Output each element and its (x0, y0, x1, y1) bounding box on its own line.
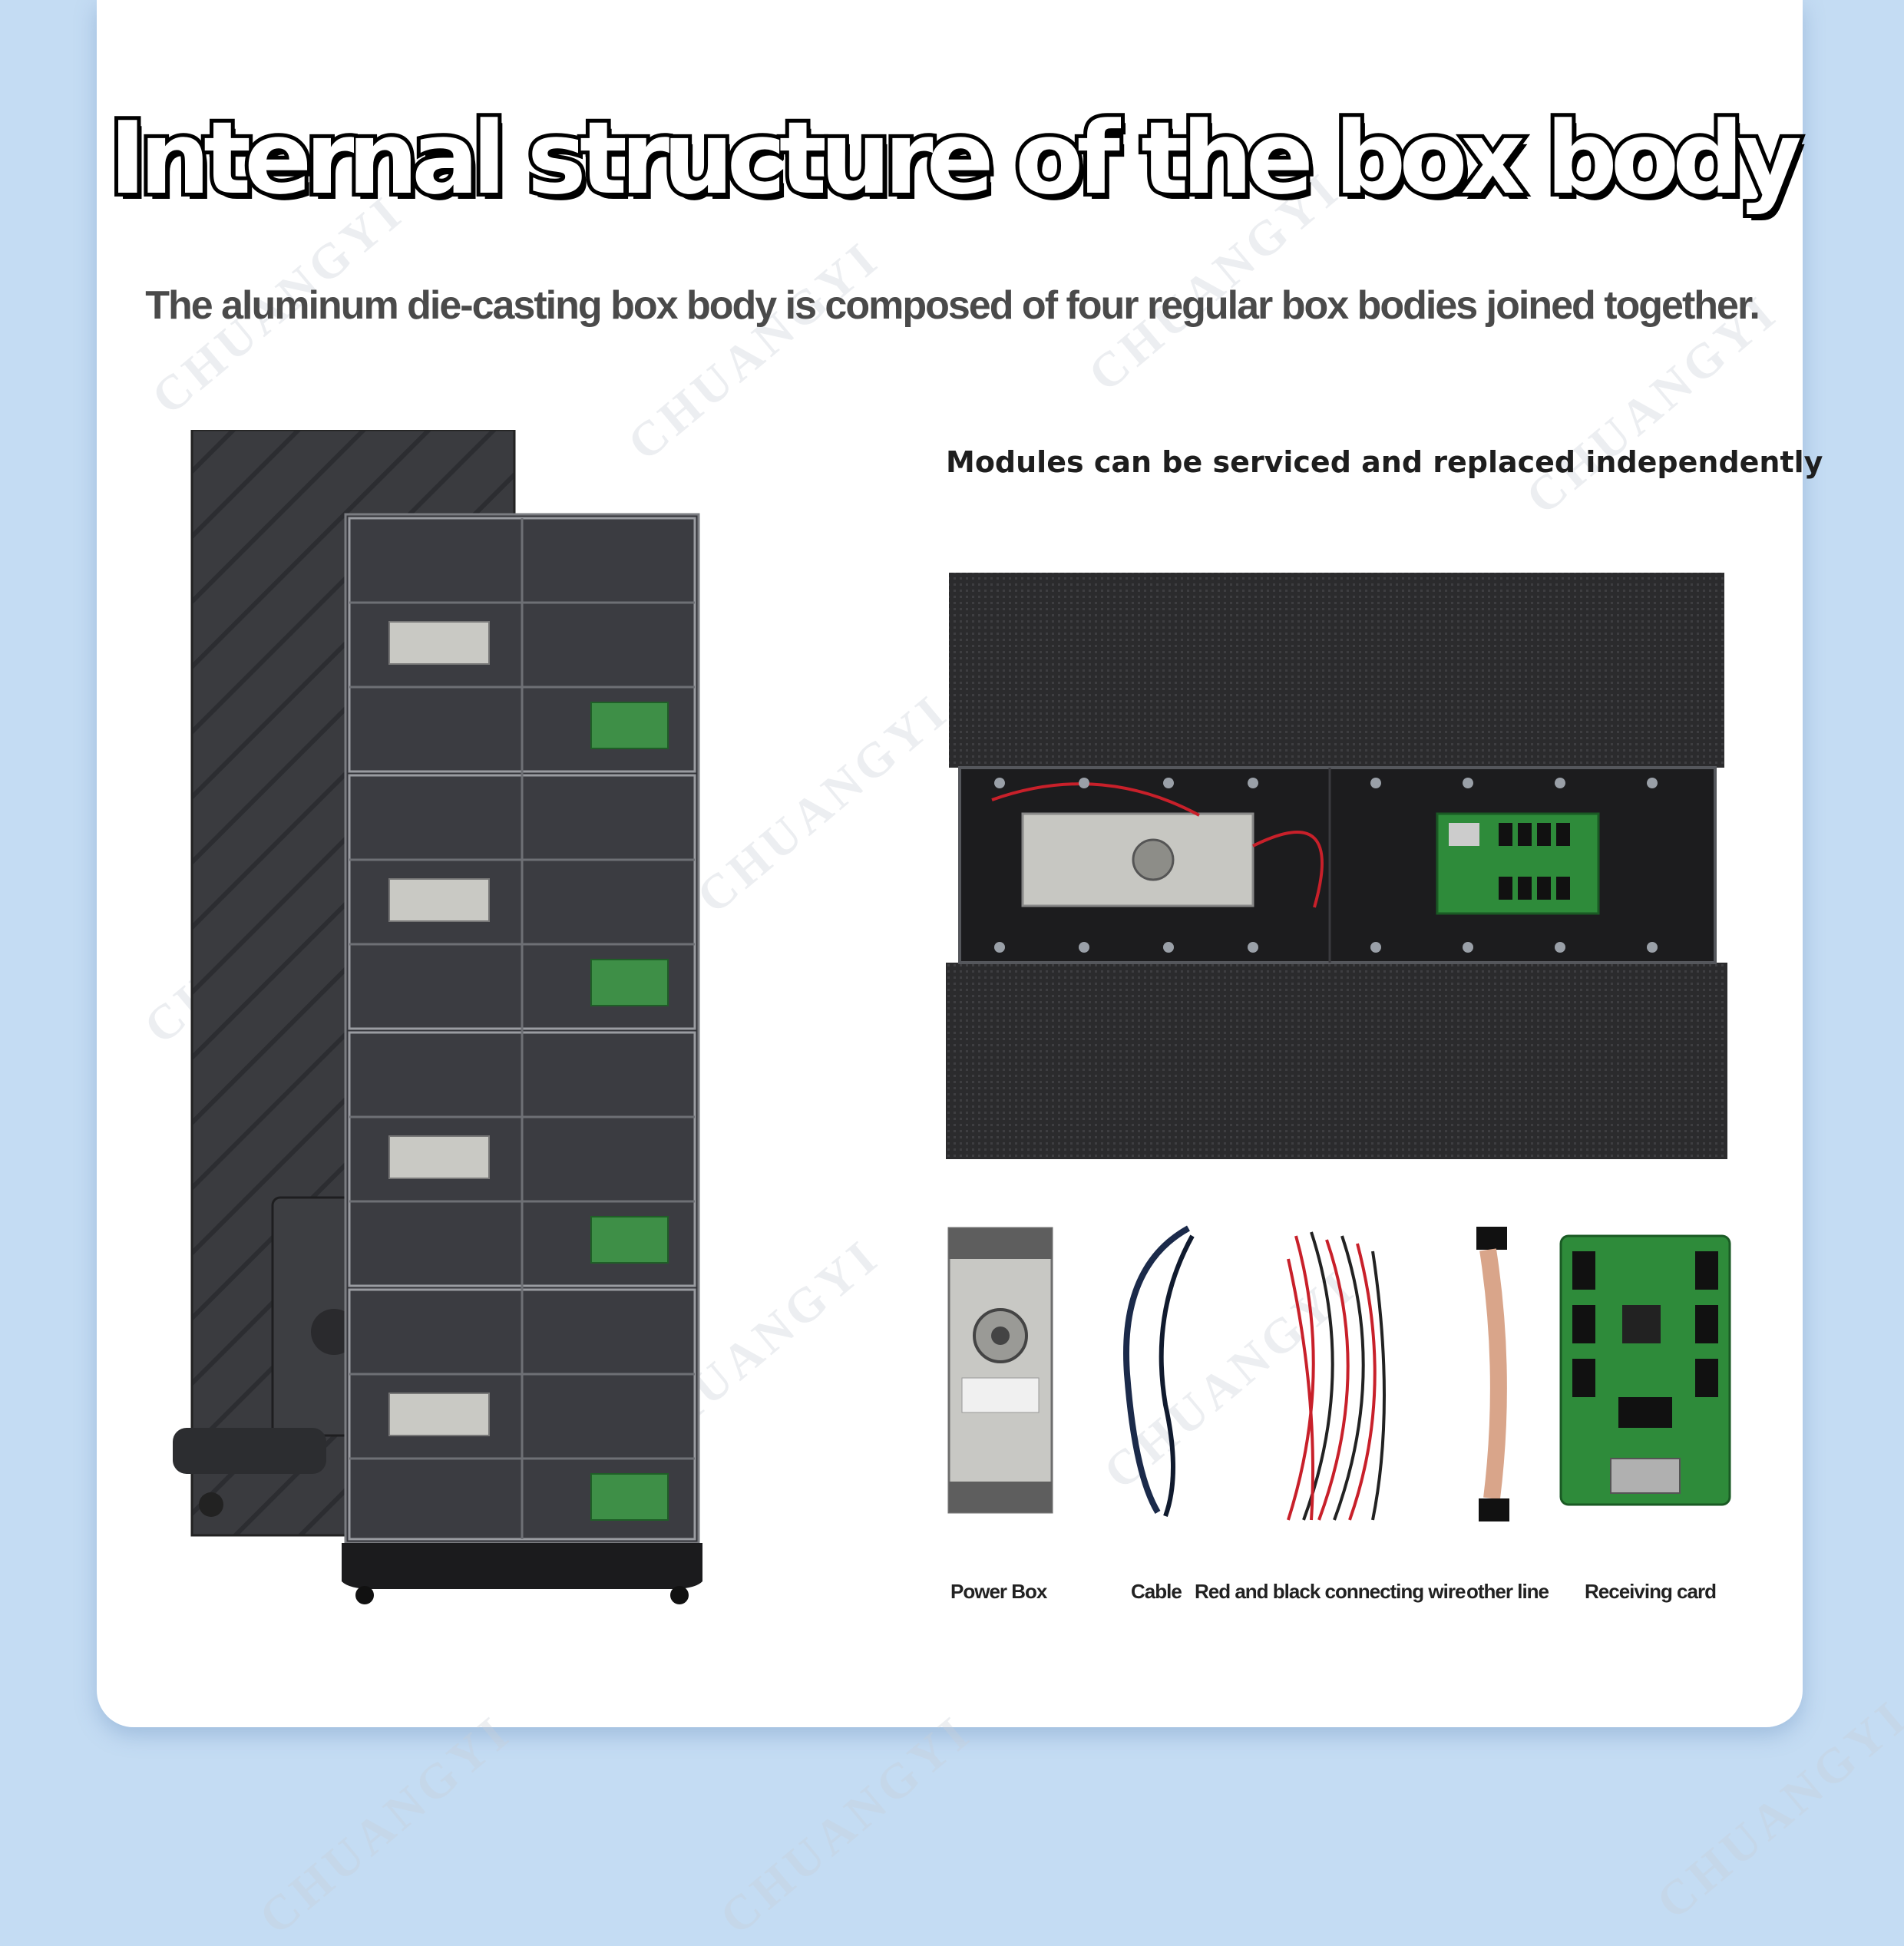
ribbon-cable-icon (1476, 1227, 1509, 1521)
page-title: Internal structure of the box body (105, 96, 1806, 220)
accessory-label-cable: Cable (1131, 1580, 1182, 1603)
cable-icon (1123, 1225, 1195, 1518)
power-supply-icon (947, 1227, 1053, 1514)
cabinet-image (173, 430, 702, 1604)
page-subtitle: The aluminum die-casting box body is com… (145, 283, 1760, 328)
led-panel-image (946, 573, 1727, 1159)
watermark: CHUANGYI (709, 1703, 982, 1945)
circuit-board-icon (1559, 1234, 1731, 1506)
accessory-label-receiving-card: Receiving card (1585, 1580, 1717, 1603)
accessory-row (943, 1221, 1734, 1528)
watermark: CHUANGYI (249, 1703, 521, 1945)
modules-caption: Modules can be serviced and replaced ind… (946, 445, 1823, 479)
accessory-label-wire: Red and black connecting wire (1195, 1580, 1466, 1603)
wire-bundle-icon (1287, 1231, 1386, 1521)
accessory-label-other-line: other line (1466, 1580, 1549, 1603)
accessory-label-power-box: Power Box (950, 1580, 1047, 1603)
